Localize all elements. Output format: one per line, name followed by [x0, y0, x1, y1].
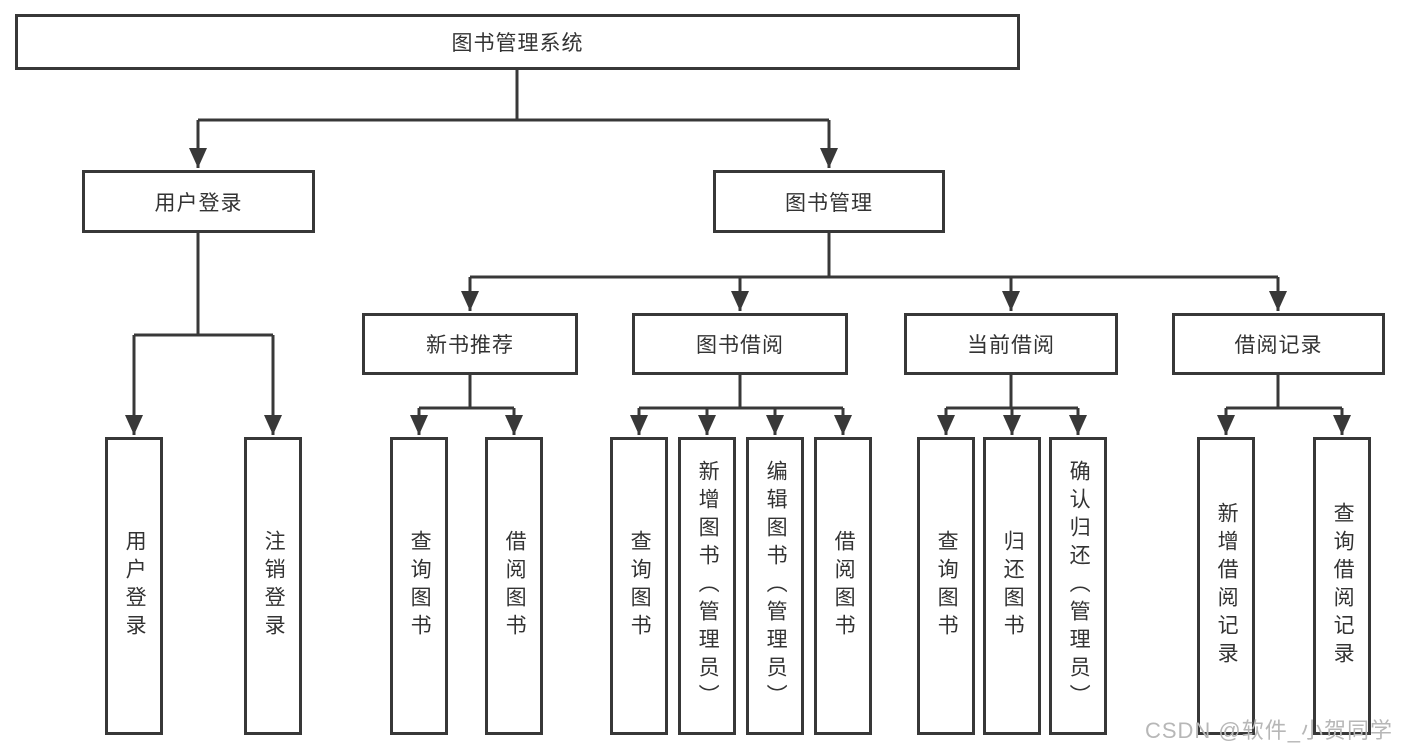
connector-trunks	[134, 70, 1342, 410]
leaf-cb-confirm-return-admin-label: 确认归还（管理员）	[1067, 460, 1091, 712]
node-current-borrow-label: 当前借阅	[967, 334, 1055, 357]
node-book-management: 图书管理	[713, 170, 945, 233]
leaf-bb-query-books-label: 查询图书	[628, 530, 652, 642]
leaf-bb-edit-books-admin-label: 编辑图书（管理员）	[764, 460, 788, 712]
leaf-br-query-record: 查询借阅记录	[1313, 437, 1371, 735]
leaf-logout-login: 注销登录	[244, 437, 302, 735]
leaf-bb-borrow-books: 借阅图书	[814, 437, 872, 735]
node-book-borrow-label: 图书借阅	[696, 334, 784, 357]
leaf-nbr-borrow-books: 借阅图书	[485, 437, 543, 735]
leaf-nbr-query-books: 查询图书	[390, 437, 448, 735]
leaf-bb-edit-books-admin: 编辑图书（管理员）	[746, 437, 804, 735]
leaf-cb-return-books-label: 归还图书	[1001, 530, 1025, 642]
leaf-nbr-query-books-label: 查询图书	[408, 530, 432, 642]
leaf-bb-query-books: 查询图书	[610, 437, 668, 735]
node-user-login-group: 用户登录	[82, 170, 315, 233]
leaf-bb-borrow-books-label: 借阅图书	[832, 530, 856, 642]
node-user-login-group-label: 用户登录	[154, 191, 243, 215]
node-book-borrow: 图书借阅	[632, 313, 848, 375]
csdn-watermark: CSDN @软件_小贺同学	[1144, 718, 1393, 743]
leaf-bb-add-books-admin: 新增图书（管理员）	[678, 437, 736, 735]
node-root-label: 图书管理系统	[451, 32, 584, 55]
node-new-book-recommend: 新书推荐	[362, 313, 578, 375]
node-root: 图书管理系统	[15, 14, 1020, 70]
leaf-nbr-borrow-books-label: 借阅图书	[503, 530, 527, 642]
node-new-book-recommend-label: 新书推荐	[426, 334, 514, 357]
leaf-cb-query-books-label: 查询图书	[935, 530, 959, 642]
node-book-management-label: 图书管理	[785, 191, 873, 215]
leaf-user-login: 用户登录	[105, 437, 163, 735]
leaf-cb-confirm-return-admin: 确认归还（管理员）	[1049, 437, 1107, 735]
node-current-borrow: 当前借阅	[904, 313, 1118, 375]
node-borrow-records-label: 借阅记录	[1234, 334, 1323, 357]
leaf-logout-login-label: 注销登录	[262, 530, 286, 642]
leaf-br-query-record-label: 查询借阅记录	[1331, 502, 1355, 670]
leaf-cb-query-books: 查询图书	[917, 437, 975, 735]
leaf-user-login-label: 用户登录	[123, 530, 147, 642]
leaf-br-add-record: 新增借阅记录	[1197, 437, 1255, 735]
leaf-br-add-record-label: 新增借阅记录	[1215, 502, 1239, 670]
leaf-cb-return-books: 归还图书	[983, 437, 1041, 735]
node-borrow-records: 借阅记录	[1172, 313, 1385, 375]
leaf-bb-add-books-admin-label: 新增图书（管理员）	[696, 460, 720, 712]
